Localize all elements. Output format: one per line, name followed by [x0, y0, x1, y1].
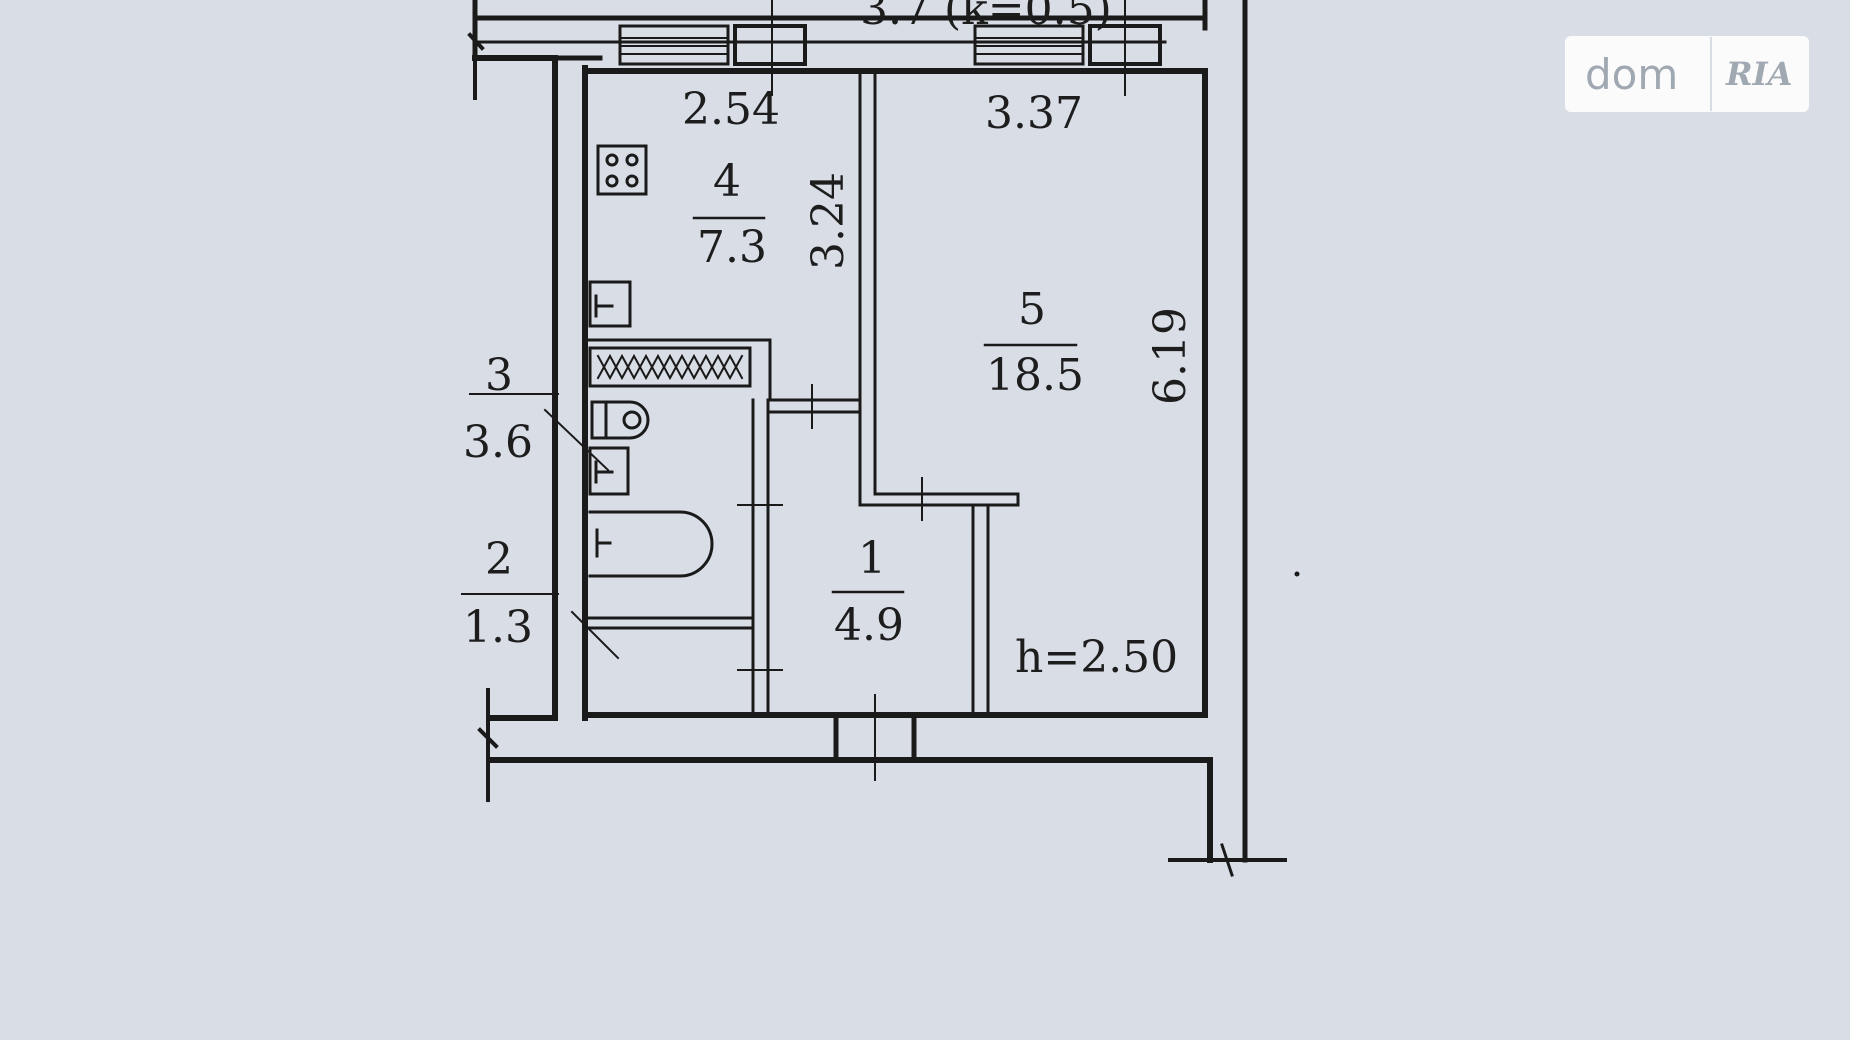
stove-icon [596, 144, 648, 196]
ceiling-height-label: h=2.50 [1015, 632, 1178, 683]
kitchen-sink-icon [588, 280, 632, 328]
room-length-label: 6.19 [1145, 307, 1196, 405]
partition-bathroom [586, 338, 860, 714]
toilet-icon [590, 400, 650, 440]
top-area-label: 3.7 (k=0.5) [860, 0, 1112, 35]
room-1-area: 4.9 [834, 600, 904, 651]
room-4-number: 4 [713, 156, 741, 207]
bathtub-icon [588, 510, 714, 578]
partition-kitchen-room [858, 72, 1020, 714]
entrance-door [833, 694, 917, 781]
room-1-number: 1 [858, 533, 886, 584]
room-3-number: 3 [485, 350, 513, 401]
kitchen-width-label: 2.54 [682, 84, 780, 135]
window-kitchen [618, 24, 730, 66]
outer-wall-bottom [487, 0, 1287, 877]
window-room [973, 24, 1085, 66]
watermark-dom-text: dom [1585, 49, 1679, 99]
room-5-area: 18.5 [986, 350, 1084, 401]
watermark-badge: dom RIA [1565, 36, 1809, 112]
room-3-area: 3.6 [463, 417, 533, 468]
room-4-area: 7.3 [697, 222, 767, 273]
outer-wall-left [472, 55, 558, 802]
washbasin-icon [588, 446, 630, 496]
apartment-perimeter [582, 65, 1208, 721]
ventilation-duct [588, 346, 752, 388]
watermark-ria-logo: RIA [1726, 55, 1793, 93]
room-width-label: 3.37 [985, 88, 1083, 139]
kitchen-length-label: 3.24 [803, 172, 854, 270]
dot-mark [1294, 571, 1300, 577]
room-2-number: 2 [485, 534, 513, 585]
watermark-divider [1710, 37, 1712, 111]
room-5-number: 5 [1018, 284, 1046, 335]
room-2-area: 1.3 [463, 602, 533, 653]
